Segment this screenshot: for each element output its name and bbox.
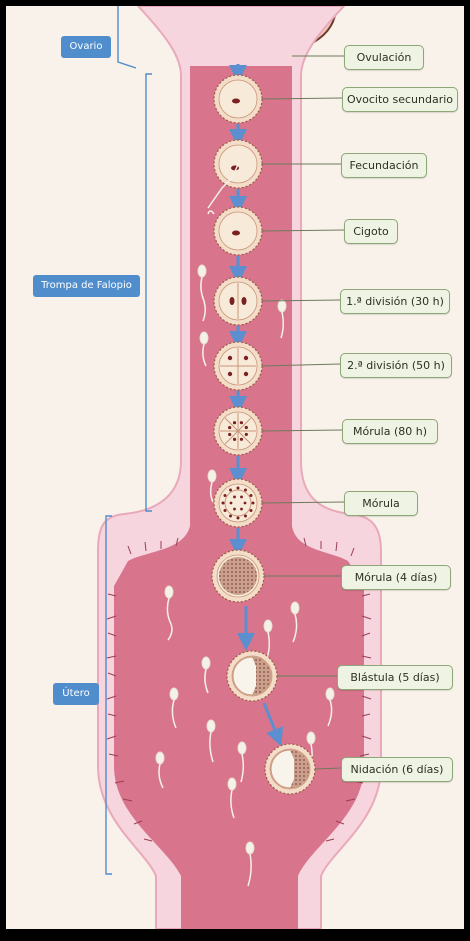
stage-label-morula4: Mórula (4 días)	[341, 565, 451, 590]
reproductive-tract-illustration	[6, 6, 464, 929]
fertilization-diagram: Ovario Trompa de Falopio Útero Ovulación…	[6, 6, 464, 929]
cell-div1	[214, 277, 262, 325]
cell-morula	[214, 479, 262, 527]
stage-label-ovulacion: Ovulación	[344, 45, 424, 70]
cell-mor80	[214, 407, 262, 455]
cell-cigoto	[214, 207, 262, 255]
cell-ovocito	[214, 75, 262, 123]
cell-mor4	[212, 550, 264, 602]
stage-label-nidacion: Nidación (6 días)	[341, 757, 453, 782]
region-label-trompa: Trompa de Falopio	[33, 275, 140, 297]
cell-div2	[214, 342, 262, 390]
cell-blastula	[227, 651, 277, 701]
cell-nidacion	[265, 744, 315, 794]
stage-label-ovocito: Ovocito secundario	[342, 87, 458, 112]
region-label-utero: Útero	[53, 683, 99, 705]
stage-label-morula80: Mórula (80 h)	[342, 419, 438, 444]
stage-label-blastula: Blástula (5 días)	[337, 665, 453, 690]
region-label-ovario: Ovario	[61, 36, 111, 58]
stage-label-morula: Mórula	[344, 491, 418, 516]
stage-label-cigoto: Cigoto	[344, 219, 398, 244]
stage-label-fecundacion: Fecundación	[341, 153, 427, 178]
stage-label-division1: 1.ª división (30 h)	[340, 289, 450, 314]
stage-label-division2: 2.ª división (50 h)	[340, 353, 452, 378]
